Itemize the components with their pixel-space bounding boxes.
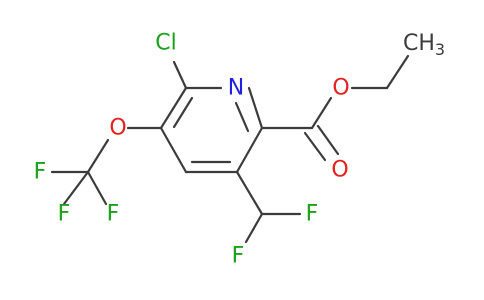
bond-cf3-f2 — [62, 170, 90, 206]
fluorine-label-2: F — [58, 202, 71, 227]
bond-c3-c2-inner — [172, 96, 194, 129]
fluorine-label-1: F — [34, 160, 47, 185]
bond-c4-c3 — [159, 126, 188, 174]
bond-carbonyl-double-b — [316, 124, 340, 156]
bond-c3-c2 — [159, 86, 188, 130]
methyl-label: CH3 — [403, 31, 445, 59]
ester-oxygen-label: O — [332, 76, 349, 101]
carbonyl-oxygen-label: O — [331, 158, 348, 183]
bond-c5-chf2 — [235, 170, 264, 216]
bond-o-cf3 — [86, 138, 110, 174]
methyl-subscript: 3 — [435, 40, 445, 59]
fluorine-label-5: F — [232, 244, 245, 269]
bond-ch2-ch3 — [385, 54, 410, 90]
bond-cf3-f3 — [86, 170, 108, 206]
bond-n-c6-inner — [234, 101, 250, 133]
bond-c2-cl — [172, 60, 188, 90]
bond-chf2-f5 — [244, 212, 264, 244]
bond-carbonyl-double-a — [303, 131, 327, 162]
chlorine-label: Cl — [155, 31, 176, 56]
bond-n-c6 — [247, 86, 264, 130]
ether-oxygen-label: O — [109, 116, 126, 141]
nitrogen-label: N — [228, 76, 244, 101]
fluorine-label-3: F — [107, 202, 120, 227]
fluorine-label-4: F — [306, 202, 319, 227]
bond-c6-c5 — [235, 126, 264, 174]
methyl-ch: CH — [403, 31, 435, 56]
bond-carbonylc-o — [310, 96, 333, 130]
